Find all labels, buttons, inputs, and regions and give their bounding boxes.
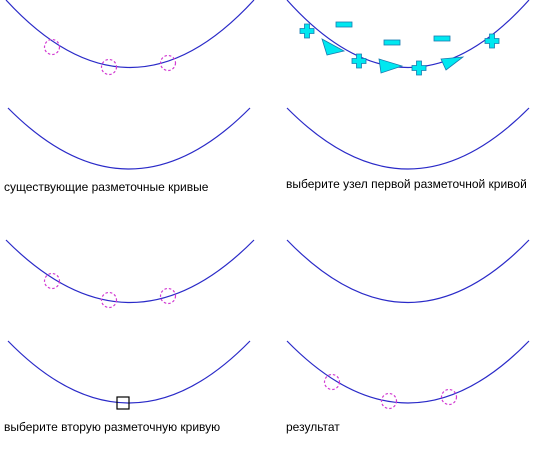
plus-grip-icon [299,23,315,39]
upper-layout-curve [286,239,530,304]
node-marker [100,58,118,76]
panel-result [286,239,530,410]
caption-result: результат [286,420,340,434]
caption-select-second-curve: выберите вторую разметочную кривую [4,420,221,434]
caption-select-first-node: выберите узел первой разметочной кривой [286,177,527,191]
node-marker [43,38,61,56]
minus-grip-icon [335,21,353,28]
node-marker [440,388,458,406]
caption-existing-curves: существующие разметочные кривые [4,180,209,194]
triangle-grip-icon [321,38,346,56]
node-marker [100,291,118,309]
upper-layout-curve [5,0,255,68]
node-marker [159,54,177,72]
node-marker [323,373,341,391]
plus-grip-icon [351,53,367,69]
node-marker [380,392,398,410]
pick-box-cursor [116,396,130,410]
lower-layout-curve [7,107,251,170]
upper-layout-curve [286,0,530,69]
node-marker [43,272,61,290]
panel-select-first-node [286,0,530,170]
triangle-grip-icon [440,56,465,71]
lower-layout-curve [286,107,530,170]
panel-existing-curves [5,0,255,170]
upper-layout-curve [5,239,255,304]
panel-select-second-curve [5,239,255,410]
minus-grip-icon [383,39,401,46]
plus-grip-icon [411,60,427,76]
plus-grip-icon [484,33,500,49]
node-marker [159,287,177,305]
triangle-grip-icon [378,58,404,74]
minus-grip-icon [433,35,451,42]
lower-layout-curve [286,340,530,404]
lower-layout-curve [7,340,251,404]
